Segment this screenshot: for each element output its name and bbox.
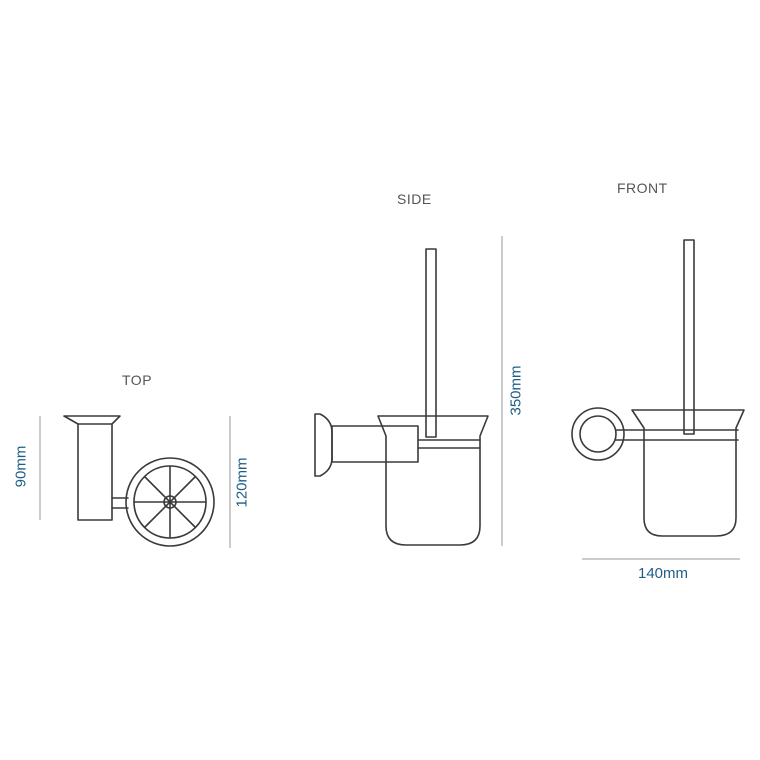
front-view-drawing — [571, 239, 745, 537]
front-view-label: FRONT — [617, 180, 668, 196]
side-view-label: SIDE — [397, 191, 432, 207]
front-width-dimension-label: 140mm — [637, 565, 689, 582]
top-view-label: TOP — [122, 372, 153, 388]
side-height-dimension-label: 350mm — [507, 365, 525, 416]
top-width-dimension-label: 120mm — [233, 457, 251, 508]
top-view-drawing — [63, 415, 215, 547]
top-depth-dimension-label: 90mm — [12, 445, 30, 488]
side-view-drawing — [314, 248, 489, 546]
